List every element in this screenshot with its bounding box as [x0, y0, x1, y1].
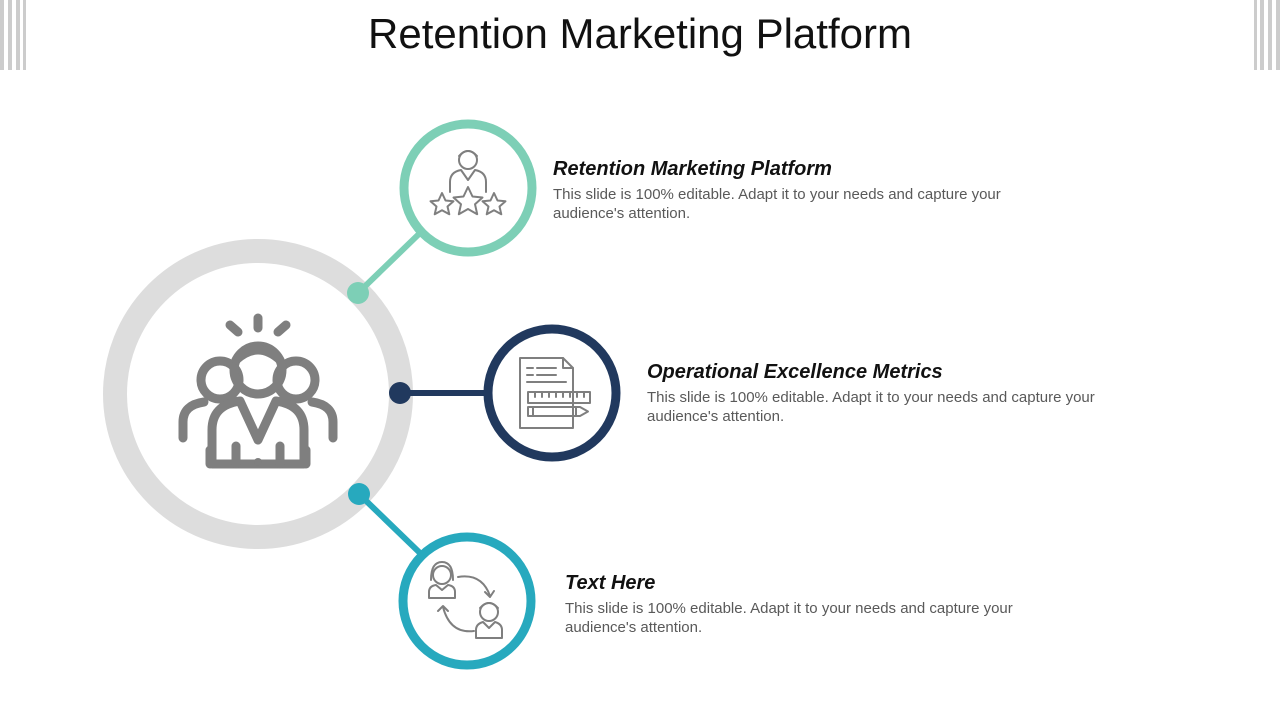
connector-dot-2: [389, 382, 411, 404]
connector-line-1: [355, 230, 423, 296]
corner-stripes-left: [0, 0, 26, 70]
connector-line-3: [356, 491, 423, 556]
document-ruler-pencil-icon: [519, 357, 591, 429]
item-heading: Text Here: [565, 572, 656, 594]
list-item: Text Here This slide is 100% editable. A…: [565, 572, 1085, 637]
list-item: Retention Marketing Platform This slide …: [553, 158, 1073, 223]
item-heading: Retention Marketing Platform: [553, 158, 832, 180]
person-rating-stars-icon: [429, 150, 507, 216]
item-heading: Operational Excellence Metrics: [647, 361, 943, 383]
item-circle-3: [398, 532, 536, 670]
list-item: Operational Excellence Metrics This slid…: [647, 361, 1167, 426]
item-description: This slide is 100% editable. Adapt it to…: [553, 186, 1001, 222]
slide-title: Retention Marketing Platform: [368, 10, 912, 57]
connector-dot-3: [348, 483, 370, 505]
people-exchange-icon: [428, 561, 503, 639]
center-button-dot: [254, 458, 262, 466]
corner-stripes-right: [1254, 0, 1280, 70]
item-description: This slide is 100% editable. Adapt it to…: [647, 389, 1095, 425]
team-group-icon: [178, 313, 338, 469]
connector-dot-1: [347, 282, 369, 304]
item-description: This slide is 100% editable. Adapt it to…: [565, 600, 1013, 636]
